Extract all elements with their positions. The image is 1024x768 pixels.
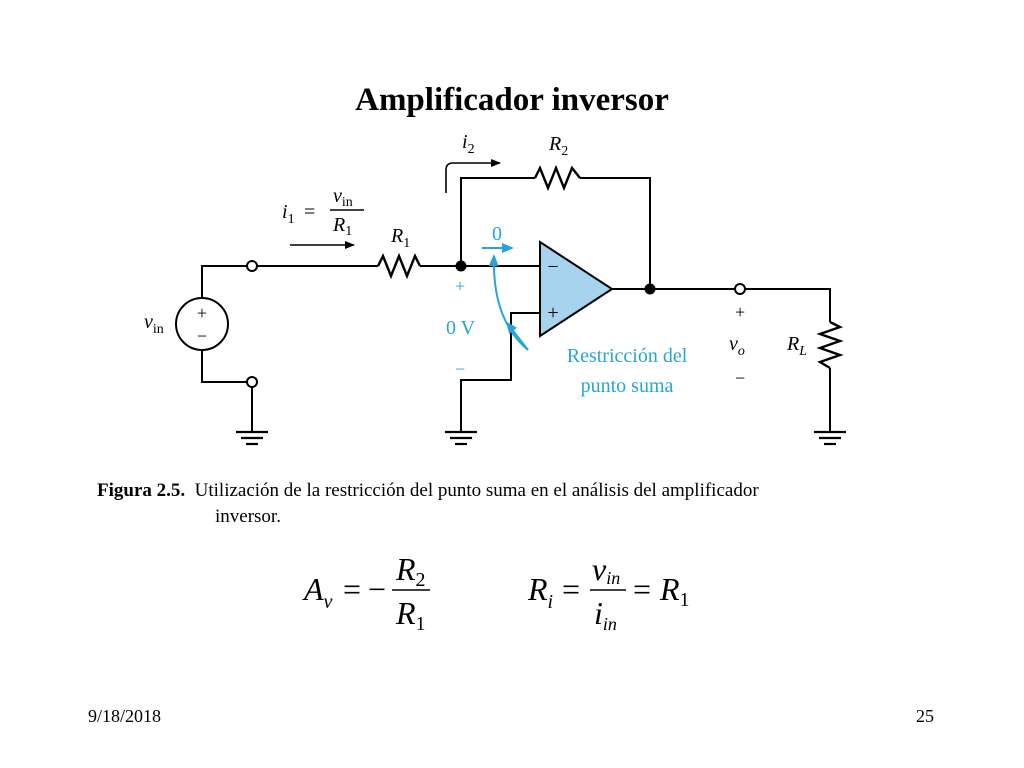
caption-line-1: Utilización de la restricción del punto … xyxy=(194,480,759,501)
input-terminal-top xyxy=(246,260,258,272)
annotation-line-2: punto suma xyxy=(581,375,674,397)
annotation-line-1: Restricción del xyxy=(567,345,688,367)
ri-numerator: vin xyxy=(592,551,620,588)
gain-numerator: R2 xyxy=(395,551,426,591)
wire-feedback-right xyxy=(580,177,651,289)
slide-page-number: 25 xyxy=(916,706,934,726)
zero-volt-label: 0 V xyxy=(446,317,476,339)
voltage-source xyxy=(175,297,229,351)
slide-date: 9/18/2018 xyxy=(88,706,162,726)
ri-equals-2: = xyxy=(633,571,651,607)
ground-symbols xyxy=(236,430,846,446)
opamp-triangle xyxy=(539,240,614,338)
gain-equals: = xyxy=(343,571,361,607)
minus-node-label: − xyxy=(455,359,465,379)
gain-lhs: Av xyxy=(302,571,333,613)
wire-source-top xyxy=(201,265,247,298)
output-terminal xyxy=(734,283,746,295)
summing-junction-dot xyxy=(455,260,467,272)
source-plus: + xyxy=(197,303,207,323)
slide-title: Amplificador inversor xyxy=(355,82,669,118)
opamp-plus-sign: + xyxy=(547,302,558,324)
annotation-arrow-to-minus xyxy=(488,254,529,351)
output-junction-dot xyxy=(644,283,656,295)
gain-minus: − xyxy=(368,571,386,607)
r2-label: R2 xyxy=(548,133,568,159)
ri-lhs: Ri xyxy=(527,571,553,613)
input-terminal-bottom xyxy=(246,376,258,388)
wires xyxy=(201,177,831,432)
vo-minus-label: − xyxy=(735,368,745,388)
plus-node-label: + xyxy=(455,276,465,296)
ground-opamp xyxy=(445,430,477,446)
vo-label: vo xyxy=(729,333,745,359)
r1-label: R1 xyxy=(390,225,410,251)
ri-rhs: R1 xyxy=(659,571,690,611)
caption-line-2: inversor. xyxy=(215,506,281,527)
figure-caption: Figura 2.5. Utilización de la restricció… xyxy=(97,478,917,530)
annotation-arrow-to-plus xyxy=(505,321,529,351)
resistor-rl xyxy=(816,320,844,370)
source-minus: − xyxy=(197,326,207,346)
i1-label: i1 xyxy=(282,201,295,227)
i1-equals: = xyxy=(304,201,315,223)
i2-label: i2 xyxy=(462,131,475,157)
resistor-r2 xyxy=(533,164,581,192)
resistor-r1 xyxy=(376,252,422,280)
zero-current-label: 0 xyxy=(492,223,502,245)
vin-label: vin xyxy=(144,311,164,337)
opamp-minus-sign: − xyxy=(547,256,558,278)
equation-voltage-gain: Av = − R2 R1 xyxy=(302,551,430,635)
i2-arrow xyxy=(445,159,501,193)
i1-fraction-numerator: vin xyxy=(333,185,353,210)
equation-input-resistance: Ri = vin iin = R1 xyxy=(527,551,690,634)
ground-source xyxy=(236,430,268,446)
figure-label: Figura 2.5. xyxy=(97,480,186,501)
rl-label: RL xyxy=(786,333,807,359)
wire-noninverting-ground xyxy=(460,312,540,432)
vo-plus-label: + xyxy=(735,302,745,322)
wire-to-load xyxy=(746,288,831,322)
wire-source-bottom xyxy=(201,350,247,383)
i1-fraction-denominator: R1 xyxy=(332,214,352,239)
ri-equals-1: = xyxy=(562,571,580,607)
ri-denominator: iin xyxy=(594,595,617,634)
gain-denominator: R1 xyxy=(395,595,426,635)
ground-load xyxy=(814,430,846,446)
wire-feedback-left xyxy=(460,177,535,266)
